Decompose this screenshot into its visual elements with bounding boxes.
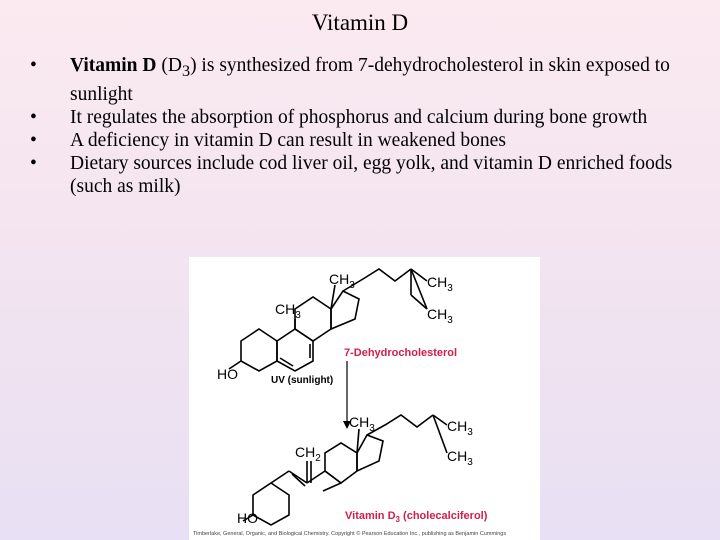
figure-credit: Timberlake, General, Organic, and Biolog… xyxy=(193,530,506,537)
structure-diagram: CH3 CH3 CH3 CH3 HO 7-Dehydrocholesterol … xyxy=(193,268,506,537)
methyl-label: CH3 xyxy=(275,301,301,321)
bullet-item: • Vitamin D (D3) is synthesized from 7-d… xyxy=(30,55,670,105)
methyl-label: CH3 xyxy=(349,414,375,434)
methyl-label: CH3 xyxy=(427,274,453,294)
hydroxyl-label: HO xyxy=(217,366,238,382)
chemistry-figure: CH3 CH3 CH3 CH3 HO 7-Dehydrocholesterol … xyxy=(189,257,540,540)
bullet-marker: • xyxy=(30,129,37,151)
bullet-list: • Vitamin D (D3) is synthesized from 7-d… xyxy=(30,54,690,198)
bullet-bold-term: Vitamin D xyxy=(70,55,157,76)
hydroxyl-label: HO xyxy=(237,510,258,526)
methylene-label: CH2 xyxy=(295,444,321,464)
vitamin-d3-structure xyxy=(242,414,448,526)
slide-title: Vitamin D xyxy=(311,10,409,35)
product-label: Vitamin D3 (cholecalciferol) xyxy=(345,510,488,524)
dehydrocholesterol-structure xyxy=(228,268,428,372)
methyl-label: CH3 xyxy=(427,306,453,326)
bullet-text: Dietary sources include cod liver oil, e… xyxy=(70,152,673,197)
bullet-text: A deficiency in vitamin D can result in … xyxy=(70,129,506,151)
precursor-label: 7-Dehydrocholesterol xyxy=(344,347,457,359)
bullet-item: • It regulates the absorption of phospho… xyxy=(30,106,690,129)
methyl-label: CH3 xyxy=(329,271,355,291)
bullet-item: • A deficiency in vitamin D can result i… xyxy=(30,129,690,152)
bullet-item: • Dietary sources include cod liver oil,… xyxy=(30,152,690,198)
methyl-label: CH3 xyxy=(447,448,473,468)
reaction-arrow xyxy=(343,361,351,429)
uv-label: UV (sunlight) xyxy=(271,375,333,386)
bullet-text: It regulates the absorption of phosphoru… xyxy=(70,106,648,128)
bullet-marker: • xyxy=(30,106,37,128)
bullet-marker: • xyxy=(30,152,37,174)
methyl-label: CH3 xyxy=(447,418,473,438)
bullet-marker: • xyxy=(30,55,37,76)
